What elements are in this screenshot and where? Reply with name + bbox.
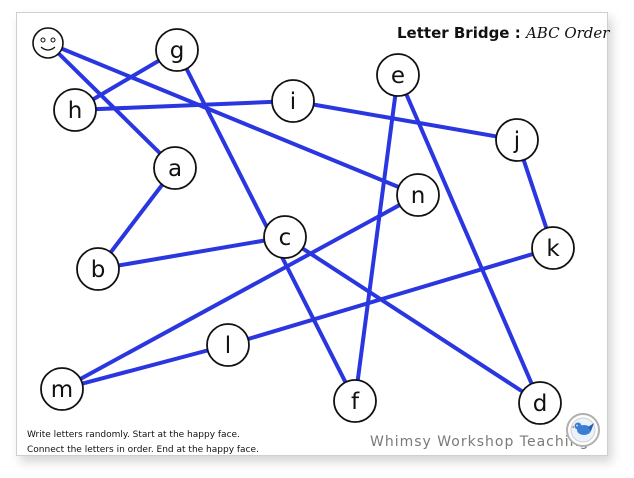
letter-label: f bbox=[351, 389, 360, 415]
bridge-line-h-to-i bbox=[73, 99, 295, 112]
happy-face-icon bbox=[32, 27, 64, 59]
letter-label: j bbox=[513, 128, 520, 154]
letter-label: d bbox=[533, 391, 548, 417]
letter-label: k bbox=[546, 236, 560, 262]
letter-circle bbox=[376, 53, 420, 97]
letter-node-l: l bbox=[206, 323, 250, 367]
bridge-line-k-to-l bbox=[226, 246, 555, 347]
letter-node-i: i bbox=[271, 79, 315, 123]
title-main: Letter Bridge bbox=[397, 24, 510, 42]
letter-circle bbox=[263, 215, 307, 259]
bridge-line-d-to-e bbox=[396, 73, 542, 405]
letter-label: b bbox=[91, 257, 106, 283]
brand-name: Whimsy Workshop Teaching bbox=[370, 434, 589, 450]
letter-node-m: m bbox=[40, 367, 84, 411]
letter-label: m bbox=[51, 377, 73, 403]
letter-circle bbox=[206, 323, 250, 367]
blue-bird-logo-icon bbox=[566, 413, 600, 447]
letter-circle bbox=[495, 118, 539, 162]
bridge-line-l-to-m bbox=[60, 343, 230, 391]
letter-node-f: f bbox=[333, 379, 377, 423]
letter-nodes: a b c d e f g h i j k l m n bbox=[40, 28, 575, 425]
letter-label: l bbox=[225, 333, 231, 359]
letter-label: a bbox=[168, 156, 182, 182]
bridge-line-c-to-d bbox=[283, 235, 542, 405]
title-separator: : bbox=[510, 24, 526, 42]
letter-circle bbox=[396, 173, 440, 217]
instruction-line-2: Connect the letters in order. End at the… bbox=[27, 445, 259, 455]
letter-node-a: a bbox=[153, 146, 197, 190]
letter-circle bbox=[518, 381, 562, 425]
letter-label: n bbox=[411, 183, 426, 209]
letter-circle bbox=[531, 226, 575, 270]
letter-node-c: c bbox=[263, 215, 307, 259]
title-subtitle: ABC Order bbox=[524, 24, 610, 42]
bridge-line-smiley-to-a bbox=[46, 41, 177, 170]
letter-node-j: j bbox=[495, 118, 539, 162]
letter-node-k: k bbox=[531, 226, 575, 270]
letter-label: g bbox=[170, 38, 185, 64]
letter-node-d: d bbox=[518, 381, 562, 425]
bridge-line-n-to-smiley bbox=[46, 41, 420, 197]
letter-node-h: h bbox=[53, 88, 97, 132]
bridge-line-e-to-f bbox=[353, 73, 400, 403]
bridge-line-m-to-n bbox=[60, 193, 420, 391]
letter-circle bbox=[76, 247, 120, 291]
bridge-line-b-to-c bbox=[96, 235, 287, 271]
letter-circle bbox=[333, 379, 377, 423]
letter-node-e: e bbox=[376, 53, 420, 97]
letter-node-b: b bbox=[76, 247, 120, 291]
letter-label: h bbox=[68, 98, 83, 124]
letter-circle bbox=[155, 28, 199, 72]
bridge-line-i-to-j bbox=[291, 99, 519, 142]
letter-circle bbox=[153, 146, 197, 190]
letter-circle bbox=[40, 367, 84, 411]
letter-node-g: g bbox=[155, 28, 199, 72]
letter-label: i bbox=[290, 89, 296, 115]
letter-label: c bbox=[279, 225, 292, 251]
letter-label: e bbox=[391, 63, 405, 89]
instruction-line-1: Write letters randomly. Start at the hap… bbox=[27, 430, 240, 440]
title: Letter Bridge : ABC Order bbox=[397, 24, 610, 42]
letter-node-n: n bbox=[396, 173, 440, 217]
letter-circle bbox=[53, 88, 97, 132]
letter-circle bbox=[271, 79, 315, 123]
